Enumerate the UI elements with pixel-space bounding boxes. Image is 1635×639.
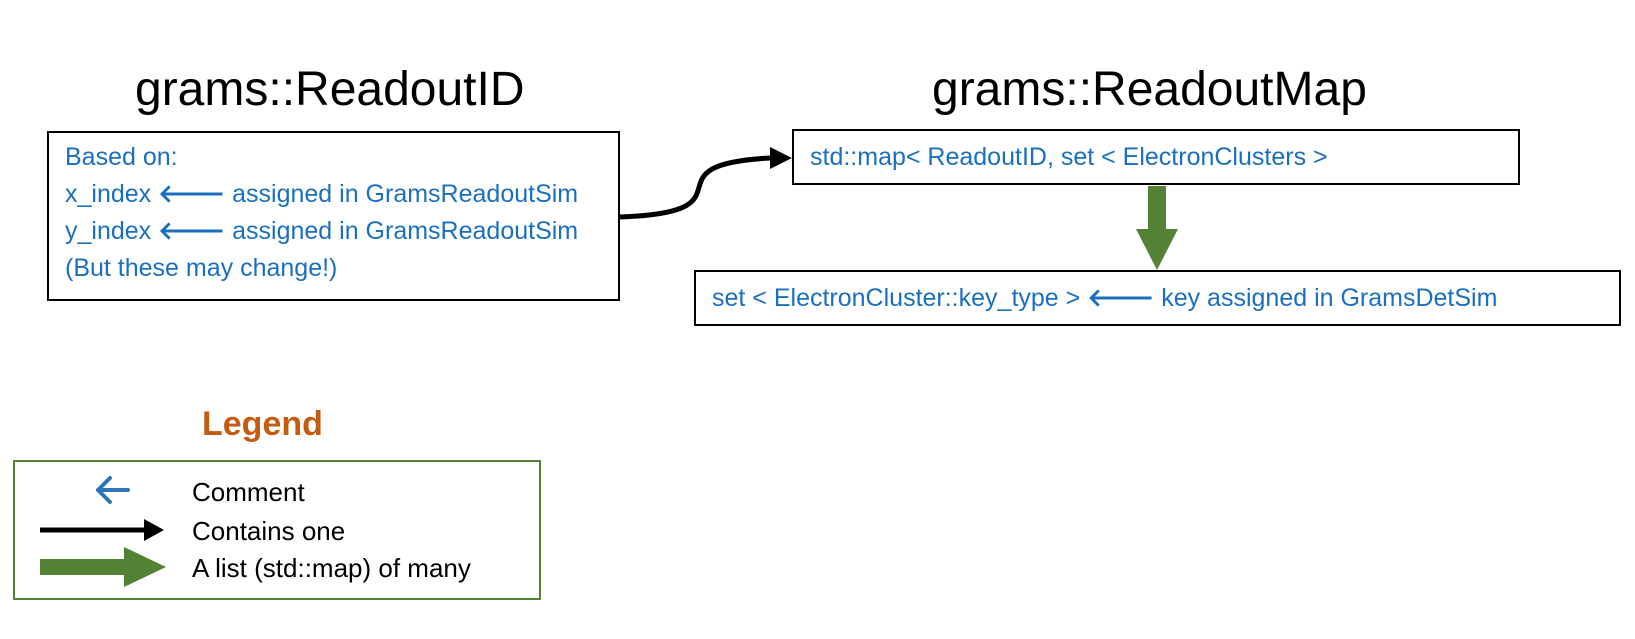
legend-label-comment: Comment [192,477,305,507]
set-comment-text: key assigned in GramsDetSim [1161,284,1498,312]
readout-id-box: Based on: x_index 🡐 assigned in GramsRea… [47,131,620,301]
x-index-comment: assigned in GramsReadoutSim [232,180,579,208]
contains-one-arrow [619,155,771,220]
set-line: set < ElectronCluster::key_type > 🡐 key … [712,280,1619,316]
list-of-many-arrowhead [1136,229,1178,270]
readout-map-box: std::map< ReadoutID, set < ElectronClust… [792,129,1520,185]
legend-label-contains-one: Contains one [192,516,346,546]
black-arrow-icon [40,519,164,541]
x-index-line: x_index 🡐 assigned in GramsReadoutSim [65,176,618,213]
green-arrow-icon [40,547,166,587]
readout-id-title: grams::ReadoutID [135,63,525,116]
left-arrow-icon: 🡐 [1087,284,1155,312]
legend-label-list-of-many: A list (std::map) of many [192,553,471,583]
map-type-text: std::map< ReadoutID, set < ElectronClust… [810,143,1328,171]
y-index-label: y_index [65,217,152,245]
readout-map-title: grams::ReadoutMap [932,63,1367,116]
contains-one-arrowhead [770,147,792,169]
set-type-text: set < ElectronCluster::key_type > [712,284,1081,312]
legend-title: Legend [202,405,323,443]
left-arrow-icon: 🡐 [158,180,226,208]
list-of-many-arrow-shaft [1148,186,1166,230]
electron-cluster-set-box: set < ElectronCluster::key_type > 🡐 key … [694,270,1621,326]
x-index-label: x_index [65,180,152,208]
comment-arrow-icon [96,476,130,504]
left-arrow-icon: 🡐 [158,217,226,245]
y-index-line: y_index 🡐 assigned in GramsReadoutSim [65,213,618,250]
based-on-label: Based on: [65,143,178,171]
change-note: (But these may change!) [65,254,338,282]
y-index-comment: assigned in GramsReadoutSim [232,217,579,245]
